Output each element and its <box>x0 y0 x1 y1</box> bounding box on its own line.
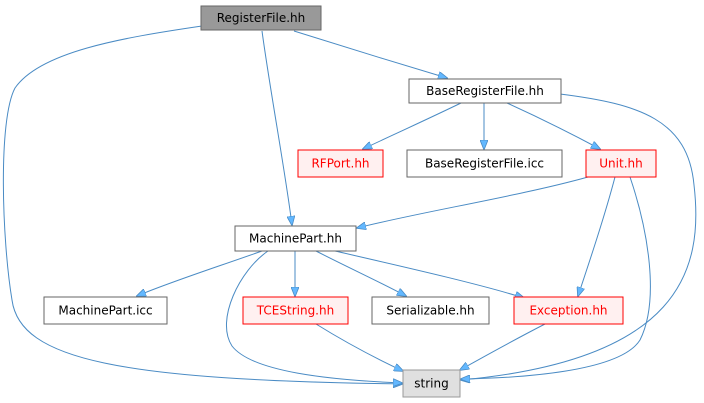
node-label: Exception.hh <box>529 304 607 318</box>
node-box <box>200 5 322 31</box>
nodes-layer: RegisterFile.hhBaseRegisterFile.hhRFPort… <box>43 5 657 398</box>
edge-registerfile-to-machinepart <box>261 30 292 225</box>
node-label: string <box>414 377 448 391</box>
edge-machinepart-to-string <box>226 250 402 383</box>
edge-baseregisterfile-to-rfport <box>363 102 462 149</box>
node-label: BaseRegisterFile.icc <box>425 157 544 171</box>
node-baseregisterfile[interactable]: BaseRegisterFile.hh <box>408 78 562 104</box>
node-box <box>43 296 168 325</box>
edge-machinepart-to-machinepart_icc <box>137 250 263 296</box>
node-label: TCEString.hh <box>256 304 334 318</box>
edge-unit-to-machinepart <box>357 176 589 228</box>
edge-unit-to-string <box>461 176 651 379</box>
node-box <box>242 296 349 325</box>
node-box <box>297 149 384 178</box>
node-registerfile[interactable]: RegisterFile.hh <box>200 5 322 31</box>
node-label: Serializable.hh <box>386 304 474 318</box>
node-string[interactable]: string <box>402 369 461 398</box>
edge-registerfile-to-string <box>2 25 402 384</box>
node-box <box>585 149 657 178</box>
node-label: MachinePart.hh <box>249 232 342 246</box>
node-box <box>371 296 490 325</box>
edge-baseregisterfile-to-unit <box>506 102 600 149</box>
node-box <box>402 369 461 398</box>
node-label: BaseRegisterFile.hh <box>426 84 544 98</box>
edge-exception-to-string <box>460 323 546 370</box>
node-label: Unit.hh <box>599 157 642 171</box>
node-box <box>406 149 563 178</box>
edge-tcestring-to-string <box>315 323 403 371</box>
node-machinepart_icc[interactable]: MachinePart.icc <box>43 296 168 325</box>
node-baseregisterfile_icc[interactable]: BaseRegisterFile.icc <box>406 149 563 178</box>
edges-layer <box>2 25 697 384</box>
node-box <box>513 296 624 325</box>
node-exception[interactable]: Exception.hh <box>513 296 624 325</box>
edge-machinepart-to-serializable <box>315 250 406 296</box>
node-box <box>234 225 357 252</box>
node-label: MachinePart.icc <box>58 304 152 318</box>
node-machinepart[interactable]: MachinePart.hh <box>234 225 357 252</box>
node-serializable[interactable]: Serializable.hh <box>371 296 490 325</box>
node-unit[interactable]: Unit.hh <box>585 149 657 178</box>
edge-registerfile-to-baseregisterfile <box>293 30 447 78</box>
edge-baseregisterfile-to-string <box>461 93 697 380</box>
node-tcestring[interactable]: TCEString.hh <box>242 296 349 325</box>
node-rfport[interactable]: RFPort.hh <box>297 149 384 178</box>
node-box <box>408 78 562 104</box>
node-label: RegisterFile.hh <box>217 11 306 25</box>
edge-unit-to-exception <box>578 176 616 296</box>
edge-machinepart-to-exception <box>334 250 524 298</box>
node-label: RFPort.hh <box>311 157 369 171</box>
